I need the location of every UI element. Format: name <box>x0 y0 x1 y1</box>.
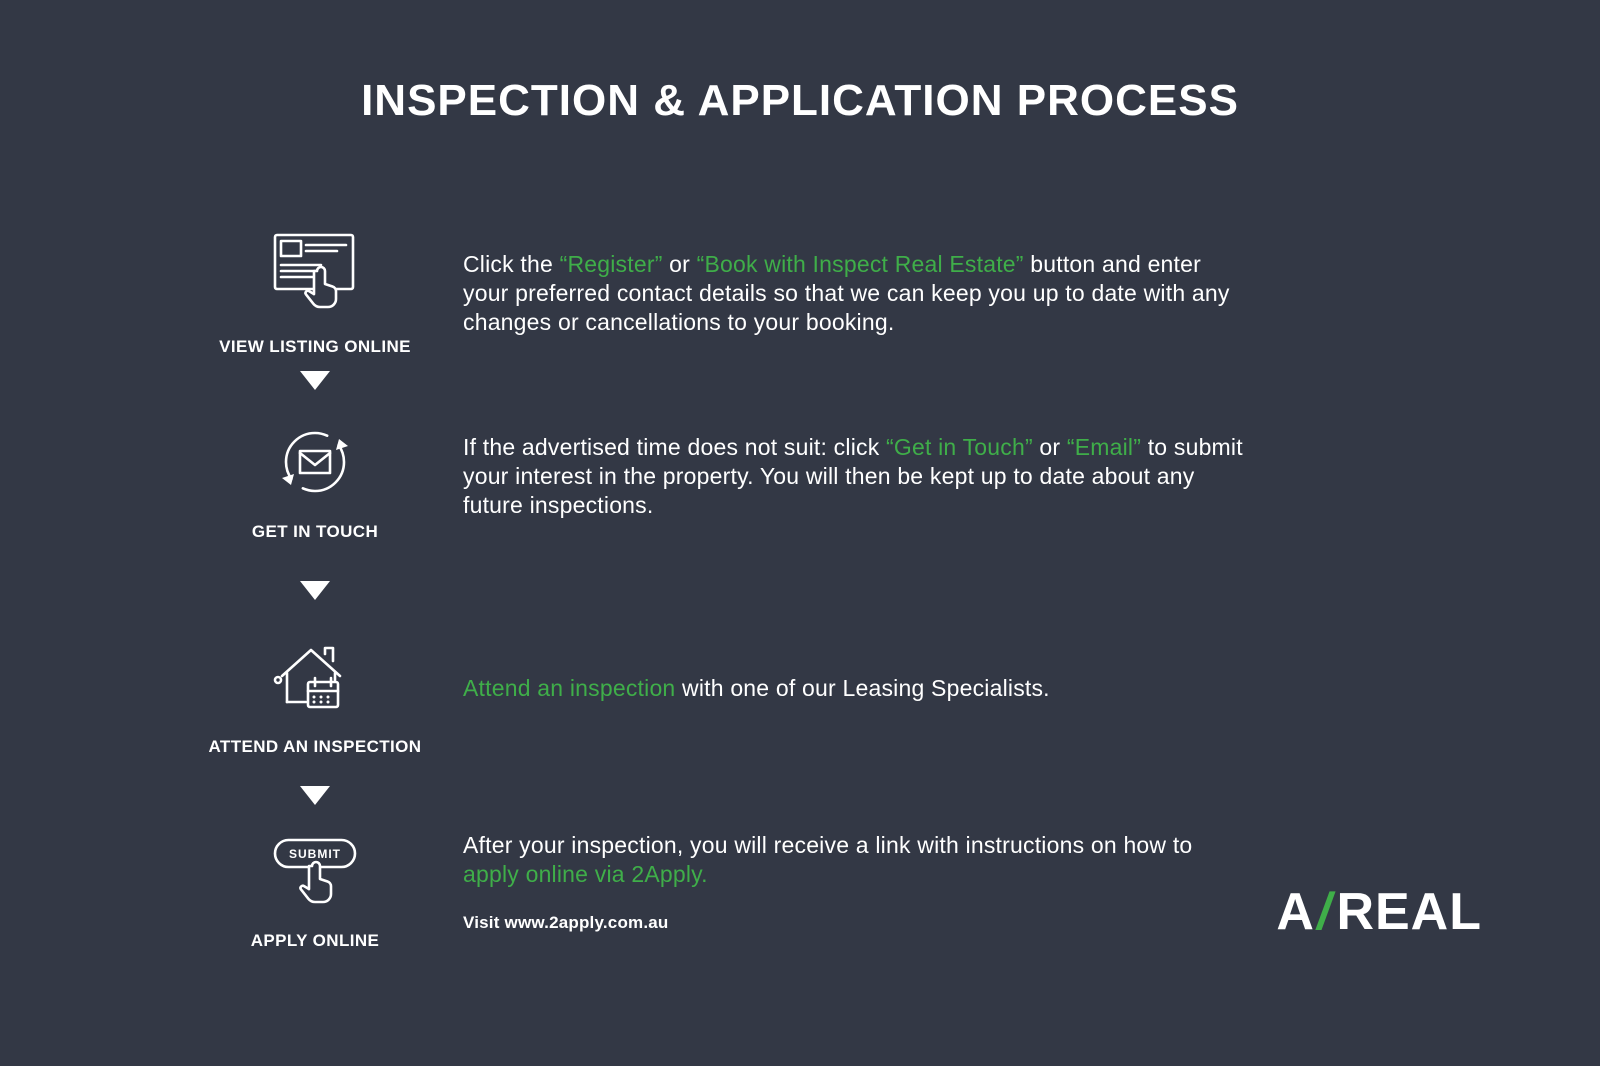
apply-online-note: Visit www.2apply.com.au <box>463 913 669 932</box>
step-label-view-listing-online: VIEW LISTING ONLINE <box>219 337 411 356</box>
submit-button-cursor-icon: SUBMIT <box>273 838 357 906</box>
step-label-attend-an-inspection: ATTEND AN INSPECTION <box>208 737 422 756</box>
down-arrow-icon <box>300 371 330 390</box>
areal-logo: A/REAL <box>1276 882 1482 942</box>
down-arrow-icon <box>300 581 330 600</box>
logo-part-a: A <box>1276 883 1315 941</box>
svg-text:SUBMIT: SUBMIT <box>289 847 341 861</box>
step-label-apply-online: APPLY ONLINE <box>250 931 380 950</box>
step-description-get-in-touch: If the advertised time does not suit: cl… <box>463 434 1243 519</box>
step-description-apply-online: After your inspection, you will receive … <box>463 832 1193 888</box>
envelope-refresh-icon <box>275 422 355 502</box>
step-description-view-listing-online: Click the “Register” or “Book with Inspe… <box>463 251 1230 336</box>
down-arrow-icon <box>300 786 330 805</box>
step-label-get-in-touch: GET IN TOUCH <box>251 522 379 541</box>
page-title: INSPECTION & APPLICATION PROCESS <box>361 76 1239 125</box>
logo-slash-icon: / <box>1312 883 1339 941</box>
view-listing-cursor-icon <box>273 230 355 312</box>
logo-part-real: REAL <box>1336 883 1482 941</box>
house-calendar-icon <box>270 636 360 722</box>
step-description-attend-an-inspection: Attend an inspection with one of our Lea… <box>463 675 1050 701</box>
